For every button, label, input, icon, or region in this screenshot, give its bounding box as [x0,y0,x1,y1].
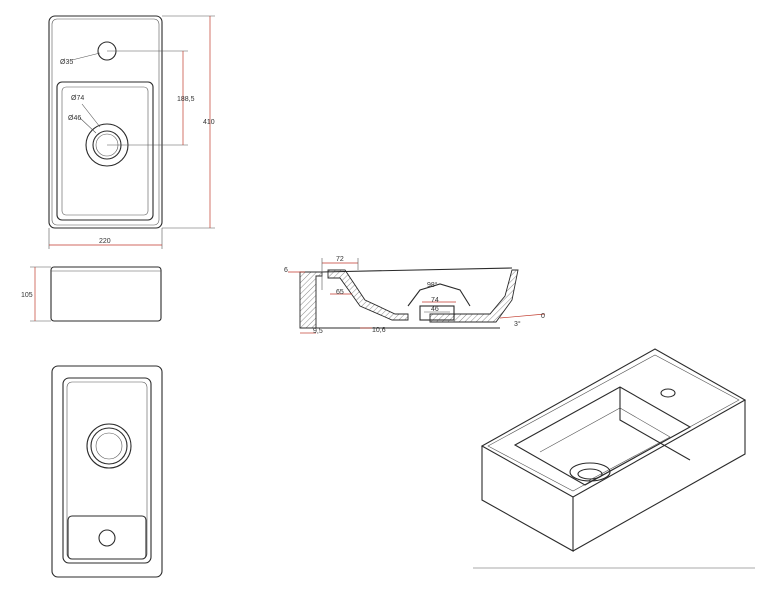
bottom-view-outline [51,365,163,578]
label-section-74: 74 [431,297,439,304]
bottom-tap-deck [67,515,147,560]
section-basin-right [429,269,519,323]
label-height-to-hole: 188,5 [177,96,195,103]
iso-deck-step [619,387,691,461]
bottom-drain-ring [90,427,128,465]
top-view: Ø35 Ø74 Ø46 188,5 410 220 [48,15,215,249]
side-view: 105 [21,266,162,322]
label-section-9-5: 9,5 [313,328,323,335]
bottom-drain-inner [95,432,123,460]
label-width: 220 [99,238,111,245]
label-length: 410 [203,119,215,126]
leader-inner [79,117,97,134]
iso-drain-inner [577,468,603,480]
bottom-view-basin-inner [66,381,148,560]
label-section-6: 6 [284,267,288,274]
label-section-right: 0 [541,313,545,320]
label-height: 105 [21,292,33,299]
bottom-view [51,365,163,578]
section-view: 6 72 65 98° 74 46 9,5 10,6 3° 0 [284,256,546,335]
label-section-10-6: 10,6 [372,327,386,334]
iso-drain-outer [569,462,611,482]
label-inner-dia: Ø46 [68,115,81,122]
label-section-3deg: 3° [514,320,521,328]
label-section-72: 72 [336,256,344,263]
top-view-outline [48,15,163,229]
isometric-view [473,348,755,569]
section-basin-left [327,269,409,321]
leader-hole [71,52,101,61]
label-outer-dia: Ø74 [71,95,84,102]
section-drain-arc [407,283,471,307]
label-section-46: 46 [431,306,439,313]
dim-line-3deg [499,313,546,319]
section-drain-body [419,305,455,321]
section-wall-left [299,271,323,329]
iso-side-face [572,400,746,552]
iso-basin-opening [513,386,692,486]
leader-outer [81,103,101,128]
iso-rim [487,354,740,492]
bottom-view-basin [62,377,152,564]
iso-front-face [481,446,574,552]
iso-basin-floor [539,407,671,482]
top-view-basin [56,81,154,221]
label-hole-dia: Ø35 [60,59,73,66]
iso-top-face [480,348,747,498]
top-view-basin-inner [61,86,149,216]
bottom-tap-hole [98,529,116,547]
top-view-rim [51,18,160,226]
label-section-65: 65 [336,289,344,296]
iso-tap-hole [660,388,676,398]
bottom-drain-outer [86,423,132,469]
label-section-angle: 98° [427,281,438,289]
side-view-outline [50,266,162,322]
section-top-line [321,267,513,273]
